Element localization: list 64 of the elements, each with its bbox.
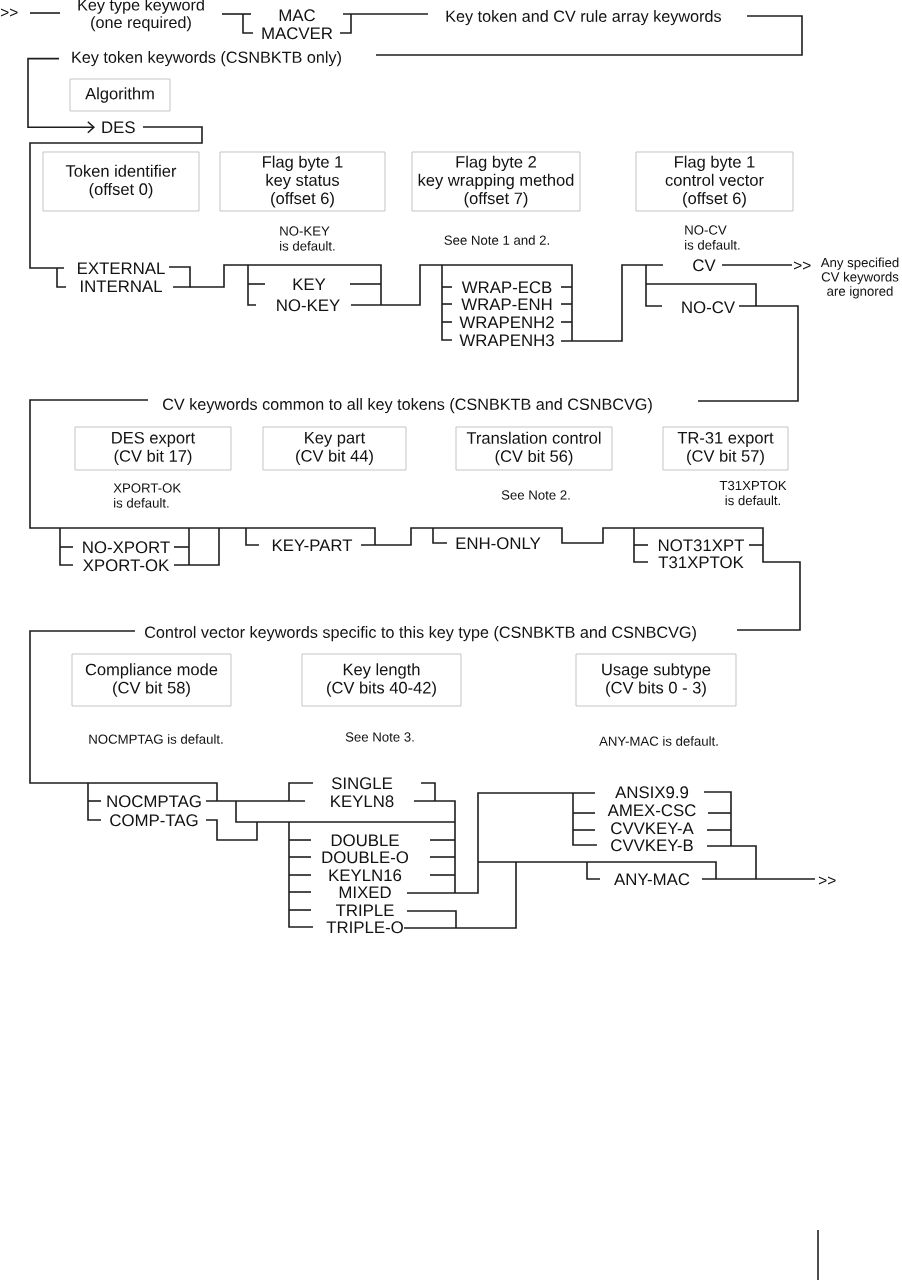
note-text: NOCMPTAG is default. (89, 734, 223, 744)
keyword: SINGLE (331, 777, 393, 790)
keyword: TRIPLE-O (326, 921, 403, 934)
section-heading: CV keywords common to all key tokens (CSNBKTB and CSNBCVG) (163, 398, 652, 414)
note-text: NO-KEY is default. (280, 226, 335, 251)
section-heading: Control vector keywords specific to this key type (CSNBKTB and CSNBCVG) (145, 626, 696, 642)
field-box: Algorithm (69, 78, 171, 112)
keyword: AMEX-CSC (607, 804, 696, 817)
note-text: XPORT-OK is default. (113, 483, 182, 508)
keyword: KEY-PART (272, 539, 353, 552)
section-heading: Key token and CV rule array keywords (446, 10, 721, 26)
keyword: CV (693, 259, 716, 272)
field-box: Usage subtype (CV bits 0 - 3) (575, 653, 737, 707)
field-box: Key length (CV bits 40-42) (301, 653, 462, 707)
keyword: MAC (279, 9, 316, 22)
keyword: WRAPENH2 (459, 316, 554, 329)
keyword: CVVKEY-B (611, 839, 693, 852)
field-box: Translation control (CV bit 56) (455, 426, 613, 471)
keyword: KEYLN16 (329, 869, 402, 882)
keyword: DES (102, 121, 135, 134)
note-text: NO-CV is default. (685, 225, 740, 250)
keyword: NO-CV (682, 301, 735, 314)
field-box: Flag byte 1 control vector (offset 6) (635, 151, 794, 212)
keyword: ANY-MAC (614, 873, 690, 886)
keyword: ENH-ONLY (456, 537, 541, 550)
keyword: INTERNAL (81, 280, 162, 293)
keyword: NO-XPORT (83, 541, 170, 554)
field-box: Flag byte 1 key status (offset 6) (219, 151, 386, 212)
keyword: T31XPTOK (658, 556, 744, 569)
keyword: MACVER (262, 27, 333, 40)
keyword: WRAP-ECB (461, 281, 552, 294)
syntax-arrow (27, 57, 95, 134)
field-box: Flag byte 2 key wrapping method (offset 7) (411, 151, 581, 212)
keyword: WRAPENH3 (459, 334, 554, 347)
field-box: Token identifier (offset 0) (42, 151, 200, 212)
keyword: WRAP-ENH (461, 298, 552, 311)
keyword: DOUBLE-O (322, 851, 409, 864)
field-box: Compliance mode (CV bit 58) (71, 653, 232, 707)
keyword: CVVKEY-A (611, 822, 694, 835)
keyword: EXTERNAL (78, 262, 165, 275)
keyword: COMP-TAG (110, 814, 198, 827)
keyword: ANSIX9.9 (615, 786, 689, 799)
keyword: KEY (293, 278, 326, 291)
keyword: NOT31XPT (658, 539, 744, 552)
field-box: DES export (CV bit 17) (74, 426, 232, 471)
note-text: Any specified CV keywords are ignored (820, 257, 899, 299)
keyword: NOCMPTAG (107, 795, 201, 808)
field-box: Key part (CV bit 44) (262, 426, 407, 471)
section-heading: Key token keywords (CSNBKTB only) (72, 51, 341, 67)
syntax-marker: >> (793, 261, 811, 270)
note-text: ANY-MAC is default. (599, 736, 718, 746)
keyword: TRIPLE (335, 904, 394, 917)
note-text: See Note 3. (345, 732, 414, 742)
syntax-marker: >> (818, 876, 836, 885)
note-text: See Note 1 and 2. (444, 235, 549, 245)
note-text: T31XPTOK is default. (719, 480, 787, 506)
field-box: TR-31 export (CV bit 57) (662, 426, 789, 471)
keyword: KEYLN8 (331, 795, 394, 808)
syntax-marker: >> (0, 8, 18, 17)
note-text: See Note 2. (501, 490, 570, 500)
keyword: MIXED (339, 886, 391, 899)
keyword: XPORT-OK (83, 559, 170, 572)
keyword: NO-KEY (277, 299, 340, 312)
keyword: DOUBLE (331, 834, 399, 847)
